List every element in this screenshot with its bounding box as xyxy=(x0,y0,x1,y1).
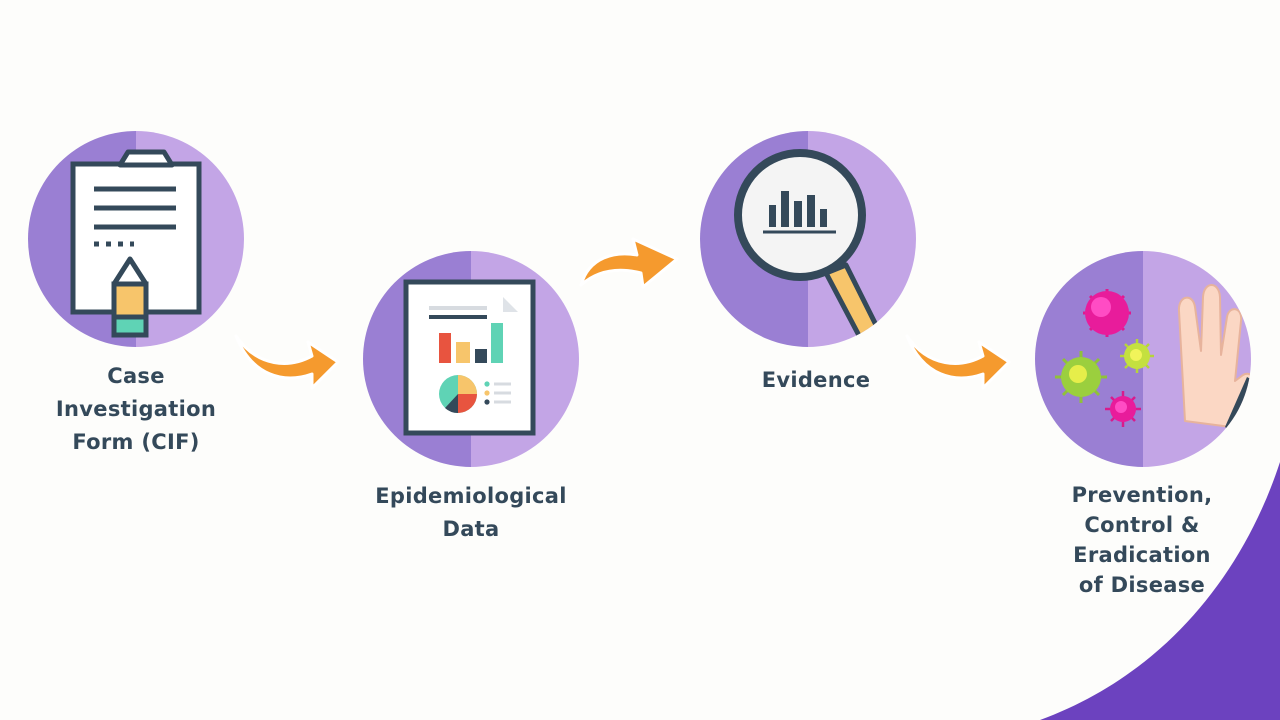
step-label-epi: Epidemiological Data xyxy=(366,480,576,546)
step-circle-epi xyxy=(363,251,579,467)
step-label-line: Epidemiological xyxy=(375,484,567,508)
step-label-line: Eradication xyxy=(1073,543,1211,567)
clipboard-icon xyxy=(70,149,202,338)
step-circle-evidence xyxy=(700,131,916,347)
arrow-up-right-icon xyxy=(579,237,679,289)
step-label-line: of Disease xyxy=(1078,573,1206,597)
step-label-evidence: Evidence xyxy=(716,364,916,397)
step-circle-prevention xyxy=(1035,251,1251,467)
report-chart-icon xyxy=(403,279,536,436)
arrow-right-icon xyxy=(905,334,1011,390)
step-label-line: Evidence xyxy=(761,368,871,392)
step-label-line: Control & xyxy=(1084,513,1200,537)
step-label-line: Form (CIF) xyxy=(72,430,200,454)
step-circle-cif xyxy=(28,131,244,347)
step-label-line: Case xyxy=(107,364,165,388)
step-label-prevention: Prevention, Control & Eradication of Dis… xyxy=(1042,480,1242,600)
step-label-line: Prevention, xyxy=(1071,483,1213,507)
step-label-line: Data xyxy=(442,517,500,541)
magnifier-chart-icon xyxy=(734,149,886,347)
step-label-line: Investigation xyxy=(55,397,217,421)
step-label-cif: Case Investigation Form (CIF) xyxy=(36,360,236,459)
stop-virus-hand-icon xyxy=(1055,284,1251,437)
arrow-right-icon xyxy=(234,334,340,390)
